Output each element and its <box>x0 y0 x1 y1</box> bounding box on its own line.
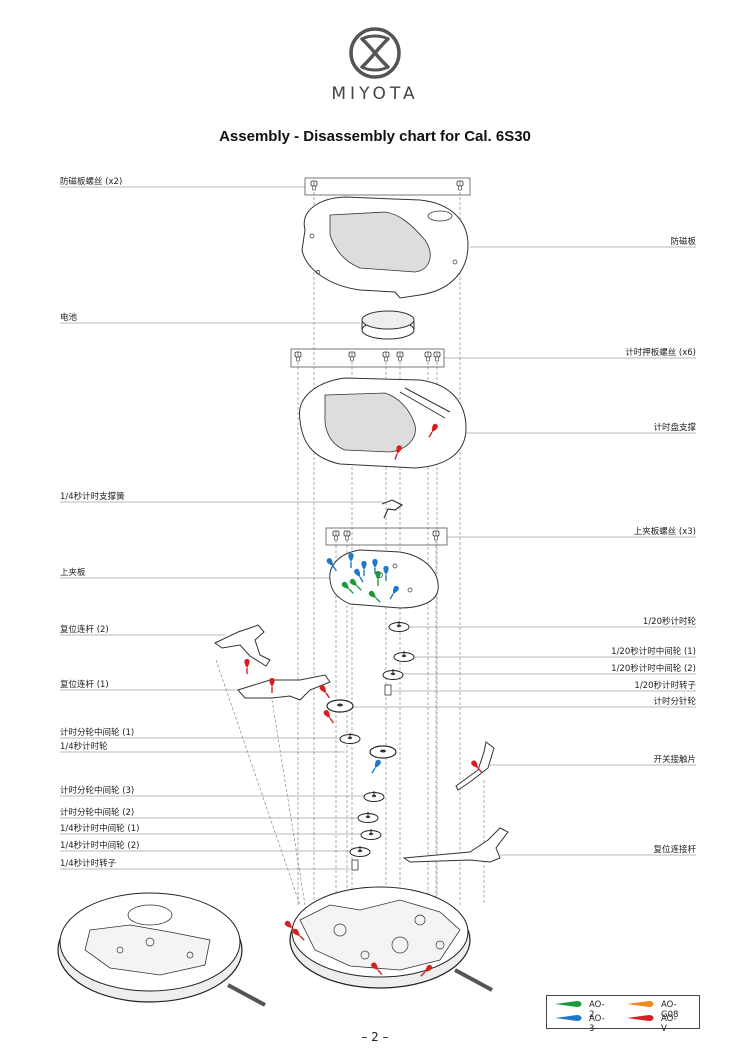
antimagnetic-plate <box>301 196 469 299</box>
label-reset-connector: 复位连接杆 <box>653 845 696 855</box>
reset-lever-2 <box>214 624 271 675</box>
label-switch-contact: 开关接触片 <box>653 755 696 765</box>
rotor-1-20 <box>384 684 392 696</box>
label-chrono-min-inter-2: 计时分轮中间轮 (2) <box>60 808 135 818</box>
label-chrono-min-inter-1: 计时分轮中间轮 (1) <box>60 728 135 738</box>
wheel-quarter-inter-1 <box>360 828 382 840</box>
chrono-dial-support <box>299 377 467 469</box>
rotor-quarter <box>351 859 359 871</box>
green-oil-drop-icon <box>555 1001 582 1007</box>
red-oil-drop-icon <box>627 1015 654 1021</box>
label-chrono-minute-wheel: 计时分针轮 <box>653 697 696 707</box>
alignment-dashes <box>215 192 485 906</box>
right-leader-lines <box>350 246 696 856</box>
label-shield-screws: 防磁板螺丝 (x2) <box>60 177 123 187</box>
reset-lever-1 <box>237 674 331 701</box>
wheel-1-20-intermediate-2 <box>382 668 404 680</box>
label-1-20-inter-2: 1/20秒计时中间轮 (2) <box>611 664 696 674</box>
label-quarter-sec-spring: 1/4秒计时支撑簧 <box>60 492 125 502</box>
label-antimagnetic-plate: 防磁板 <box>670 237 696 247</box>
wheel-chrono-minute-inter-2 <box>357 811 379 823</box>
miyota-logo-emblem <box>349 27 401 79</box>
label-1-20-rotor: 1/20秒计时转子 <box>634 681 696 691</box>
label-bridge-screws: 上夹板螺丝 (x3) <box>633 527 696 537</box>
page-number: – 2 – <box>361 1030 389 1044</box>
wheel-quarter-sec <box>369 745 397 776</box>
chrono-minute-wheel <box>317 683 354 726</box>
reset-connecting-lever <box>402 827 509 863</box>
label-chrono-plate-screws: 计时押板螺丝 (x6) <box>625 348 696 358</box>
label-1-20-sec-wheel: 1/20秒计时轮 <box>642 617 696 627</box>
left-leader-lines <box>60 186 385 870</box>
oil-legend: AO-2 AO-G08 AO-3 AO-V <box>546 995 700 1034</box>
page-title: Assembly - Disassembly chart for Cal. 6S… <box>219 128 531 145</box>
switch-contact-spring <box>455 741 495 791</box>
blue-oil-drop-icon <box>555 1015 582 1021</box>
brand-name: MIYOTA <box>331 84 419 104</box>
battery <box>361 310 415 340</box>
label-1-20-inter-1: 1/20秒计时中间轮 (1) <box>611 647 696 657</box>
main-movement <box>283 886 493 992</box>
label-quarter-rotor: 1/4秒计时转子 <box>60 859 117 869</box>
label-reset-lever-1: 复位连杆 (1) <box>60 680 109 690</box>
assembled-movement <box>57 892 266 1007</box>
wheel-chrono-minute-inter-3 <box>363 790 385 802</box>
wheel-1-20-sec <box>388 620 410 632</box>
label-quarter-inter-2: 1/4秒计时中间轮 (2) <box>60 841 140 851</box>
upper-bridge <box>324 549 439 609</box>
label-upper-bridge: 上夹板 <box>60 568 86 578</box>
wheel-1-20-intermediate-1 <box>393 650 415 662</box>
screw-bracket-chrono <box>290 348 445 368</box>
label-chrono-min-inter-3: 计时分轮中间轮 (3) <box>60 786 135 796</box>
orange-oil-drop-icon <box>627 1001 654 1007</box>
label-quarter-sec-wheel: 1/4秒计时轮 <box>60 742 108 752</box>
wheel-quarter-inter-2 <box>349 845 371 857</box>
screw-bracket-shield <box>304 177 471 196</box>
label-reset-lever-2: 复位连杆 (2) <box>60 625 109 635</box>
wheel-chrono-minute-inter-1 <box>339 732 361 744</box>
label-chrono-dial-support: 计时盘支撑 <box>653 423 696 433</box>
label-quarter-inter-1: 1/4秒计时中间轮 (1) <box>60 824 140 834</box>
quarter-sec-support-spring <box>381 499 404 519</box>
screw-bracket-bridge <box>325 527 448 546</box>
label-battery: 电池 <box>60 313 78 323</box>
